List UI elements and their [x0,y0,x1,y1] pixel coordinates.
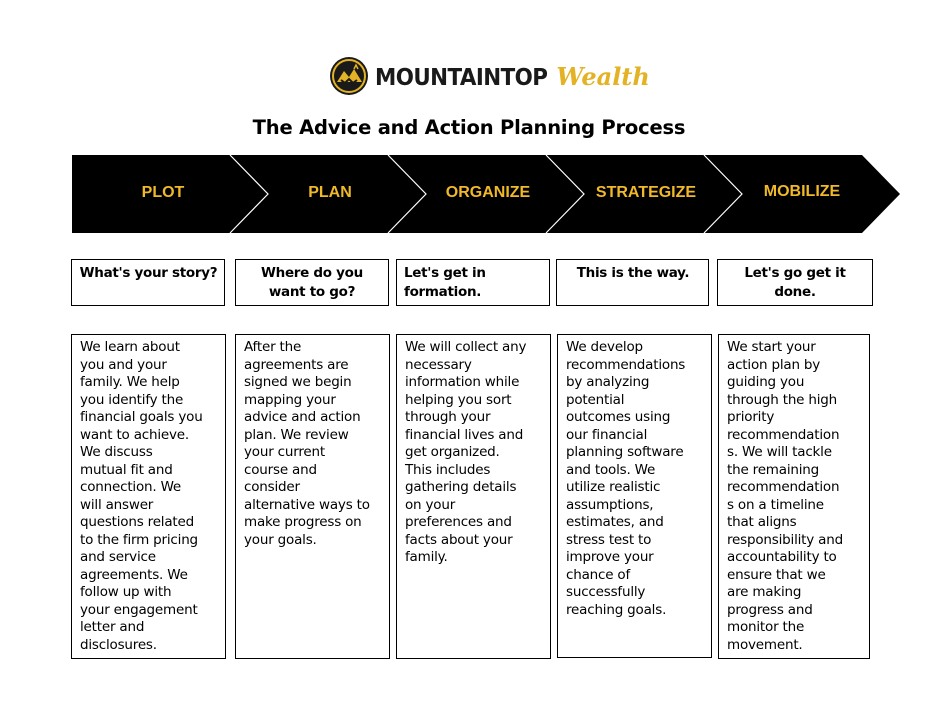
step-question-mobilize: Let's go get it done. [717,259,873,306]
page-title: The Advice and Action Planning Process [252,116,686,139]
step-description-organize: We will collect any necessary informatio… [396,334,551,659]
step-chevron-mobilize [704,155,900,233]
step-description-plot: We learn about you and your family. We h… [71,334,226,659]
step-chevron-strategize [546,155,742,233]
step-description-plan: After the agreements are signed we begin… [235,334,390,659]
process-chevron-bar [72,154,900,234]
step-label-plot: PLOT [141,184,185,201]
step-chevron-plot [72,155,268,233]
step-label-organize: ORGANIZE [445,184,531,201]
step-chevron-organize [388,155,584,233]
brand-logo: MOUNTAINTOP Wealth [329,55,650,97]
step-question-strategize: This is the way. [556,259,709,306]
brand-name-primary: MOUNTAINTOP [375,64,548,91]
mountain-emblem-icon [330,57,368,95]
step-question-plot: What's your story? [71,259,225,306]
step-label-mobilize: MOBILIZE [763,183,841,200]
step-chevron-plan [230,155,426,233]
step-description-mobilize: We start your action plan by guiding you… [718,334,870,659]
step-label-strategize: STRATEGIZE [595,184,697,201]
step-question-plan: Where do you want to go? [235,259,389,306]
step-label-plan: PLAN [308,184,352,201]
brand-name-secondary: Wealth [556,61,650,91]
step-question-organize: Let's get in formation. [396,259,550,306]
step-description-strategize: We develop recommendations by analyzing … [557,334,712,658]
